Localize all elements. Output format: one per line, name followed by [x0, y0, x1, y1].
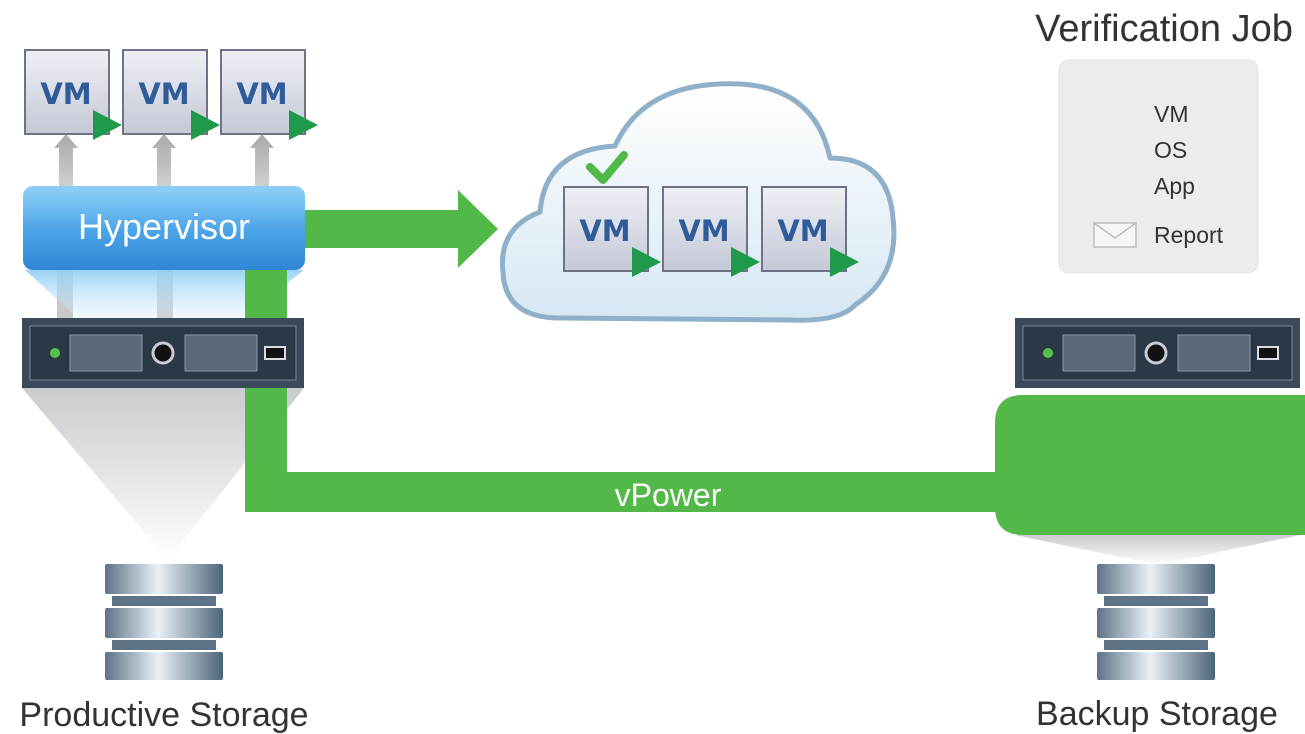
envelope-icon — [1093, 222, 1137, 248]
svg-text:VM: VM — [138, 77, 189, 111]
backup-storage-icon — [1097, 564, 1215, 680]
vm-icon: VM — [563, 186, 661, 277]
svg-text:VM: VM — [678, 214, 729, 248]
svg-text:VM: VM — [236, 77, 287, 111]
hypervisor-beam — [25, 270, 304, 320]
production-server — [22, 318, 304, 388]
backup-server — [1015, 318, 1300, 388]
job-item-os: OS — [1154, 137, 1187, 163]
productive-storage-label: Productive Storage — [19, 696, 308, 734]
productive-storage-icon — [105, 564, 223, 680]
verified-check-icon — [586, 151, 628, 184]
backup-storage-label: Backup Storage — [1036, 695, 1278, 733]
verification-job-title: Verification Job — [1035, 8, 1293, 50]
svg-text:VM: VM — [579, 214, 630, 248]
backup-storage-beam — [1015, 535, 1300, 565]
job-item-report: Report — [1154, 222, 1224, 248]
vpower-connector — [245, 268, 1305, 535]
svg-text:VM: VM — [777, 214, 828, 248]
productive-storage-beam — [22, 388, 304, 560]
verification-job-panel — [1058, 59, 1259, 274]
vm-icon: VM — [24, 49, 122, 140]
vm-icon: VM — [122, 49, 220, 140]
hypervisor-box: Hypervisor — [23, 186, 305, 270]
vm-icon: VM — [761, 186, 859, 277]
vpower-label: vPower — [615, 477, 722, 513]
job-item-vm: VM — [1154, 101, 1189, 127]
vm-icon: VM — [662, 186, 760, 277]
vm-icon: VM — [220, 49, 318, 140]
job-item-app: App — [1154, 173, 1195, 199]
svg-text:VM: VM — [40, 77, 91, 111]
hypervisor-label: Hypervisor — [78, 206, 250, 247]
hypervisor-to-cloud-arrow — [305, 190, 498, 268]
